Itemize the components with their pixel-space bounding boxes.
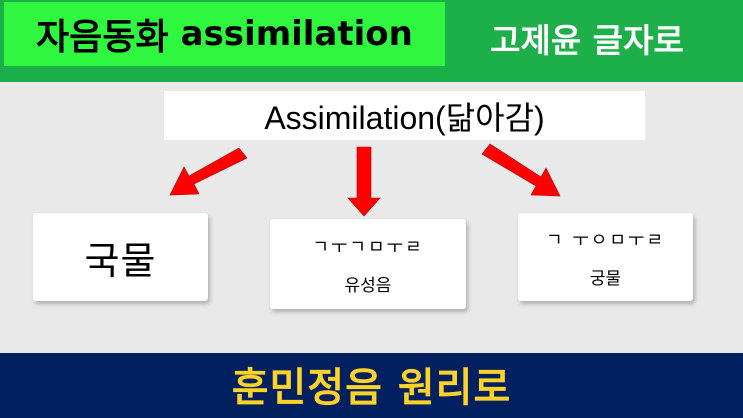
root-node: Assimilation(닮아감) xyxy=(164,91,645,140)
footer-text: 훈민정음 원리로 xyxy=(231,364,512,411)
footer-bar: 훈민정음 원리로 xyxy=(0,353,743,418)
node-jamo-voiced: ㄱㅜㄱㅁㅜㄹ 유성음 xyxy=(270,219,466,309)
node-jamo-assimilated-letters: ㄱ ㅜㅇㅁㅜㄹ xyxy=(545,229,666,251)
arrow-center xyxy=(347,146,381,217)
root-node-label: Assimilation(닮아감) xyxy=(264,99,545,136)
header-title: 자음동화 assimilation xyxy=(4,2,445,66)
node-jamo-assimilated-caption: 궁물 xyxy=(589,268,622,289)
node-result-hangul: 국물 xyxy=(33,213,208,301)
arrow-left xyxy=(169,147,248,196)
header-title-hangul: 자음동화 xyxy=(36,17,169,58)
node-jamo-voiced-caption: 유성음 xyxy=(344,275,392,296)
node-jamo-assimilated: ㄱ ㅜㅇㅁㅜㄹ 궁물 xyxy=(518,213,693,301)
node-jamo-voiced-letters: ㄱㅜㄱㅁㅜㄹ xyxy=(312,236,424,258)
header-subtitle: 고제윤 글자로 xyxy=(490,21,684,60)
header-title-latin: assimilation xyxy=(180,14,413,54)
node-result-hangul-text: 국물 xyxy=(84,238,157,283)
arrow-right xyxy=(481,143,561,197)
